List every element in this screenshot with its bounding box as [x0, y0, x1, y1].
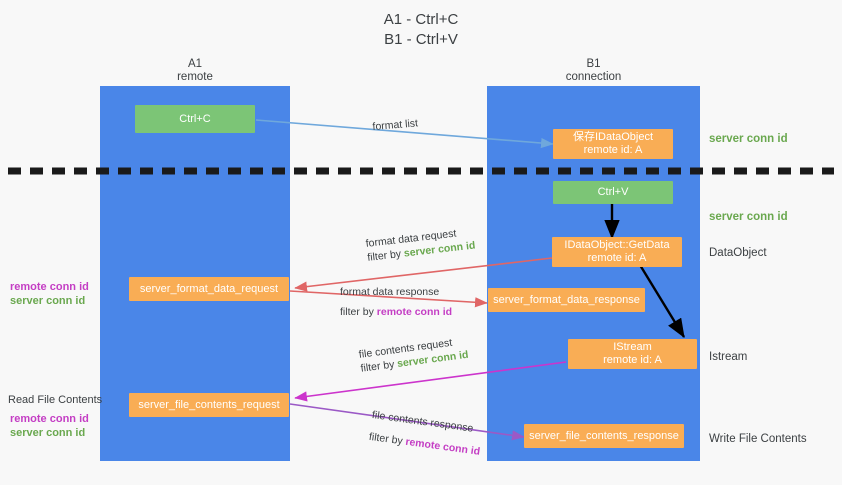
edge-format-data-response-line1: format data response	[340, 286, 440, 298]
lane-a1-sub: remote	[177, 71, 213, 83]
node-server-format-data-response[interactable]: server_format_data_response	[488, 288, 645, 312]
node-istream[interactable]: IStream remote id: A	[568, 339, 697, 369]
annotation-read-file-contents: Read File Contents	[8, 394, 103, 406]
edge-label-format-list: format list	[372, 116, 418, 134]
node-server-format-data-response-label: server_format_data_response	[493, 293, 640, 306]
filter-prefix: filter by	[340, 306, 377, 318]
annotation-server-conn-id-top: server conn id	[709, 133, 788, 145]
node-server-format-data-request-label: server_format_data_request	[139, 282, 279, 295]
edge-label-format-data-request: format data request filter by server con…	[365, 225, 476, 265]
edge-label-file-contents-response: file contents response filter by remote …	[368, 408, 484, 459]
annotation-istream: Istream	[709, 351, 748, 363]
filter-value-remote-conn-id: remote conn id	[376, 306, 453, 318]
filter-value-remote-conn-id: remote conn id	[404, 435, 481, 458]
node-server-file-contents-response-label: server_file_contents_response	[529, 429, 679, 442]
annotation-server-conn-id-1: server conn id	[10, 295, 86, 307]
node-server-file-contents-request-label: server_file_contents_request	[138, 398, 280, 411]
annotation-remote-conn-id-1: remote conn id	[10, 281, 89, 293]
annotation-server-conn-id-mid: server conn id	[709, 211, 788, 223]
filter-prefix: filter by	[359, 358, 398, 375]
node-ctrl-c[interactable]: Ctrl+C	[135, 105, 255, 133]
annotation-dataobject: DataObject	[709, 247, 767, 259]
lane-header-b1: B1 connection	[487, 58, 700, 84]
title-line-2: B1 - Ctrl+V	[384, 31, 458, 48]
node-idataobject-getdata-label: IDataObject::GetData	[564, 239, 670, 251]
node-server-file-contents-request[interactable]: server_file_contents_request	[129, 393, 289, 417]
node-save-idataobject-sub: remote id: A	[583, 144, 643, 156]
node-idataobject-getdata[interactable]: IDataObject::GetData remote id: A	[552, 237, 682, 267]
annotation-write-file-contents: Write File Contents	[709, 433, 807, 445]
node-istream-label: IStream	[613, 341, 652, 353]
node-istream-sub: remote id: A	[603, 354, 662, 366]
node-idataobject-getdata-sub: remote id: A	[587, 252, 647, 264]
annotation-remote-conn-id-2: remote conn id	[10, 413, 89, 425]
node-save-idataobject-label: 保存IDataObject	[572, 131, 654, 143]
title-line-1: A1 - Ctrl+C	[383, 11, 459, 28]
node-ctrl-v[interactable]: Ctrl+V	[553, 181, 673, 204]
filter-prefix: filter by	[368, 430, 407, 448]
edge-label-file-contents-request: file contents request filter by server c…	[358, 334, 469, 376]
lane-b1-sub: connection	[565, 71, 622, 83]
node-ctrl-c-label: Ctrl+C	[179, 112, 211, 125]
annotation-server-conn-id-2: server conn id	[10, 427, 86, 439]
edge-format-data-response-filter: filter by remote conn id	[340, 305, 452, 319]
node-server-format-data-request[interactable]: server_format_data_request	[129, 277, 289, 301]
filter-prefix: filter by	[366, 247, 405, 264]
lane-a1-name: A1	[187, 58, 203, 70]
edge-label-format-data-response: format data response filter by remote co…	[340, 285, 452, 319]
lane-header-a1: A1 remote	[100, 58, 290, 84]
lane-b1-name: B1	[586, 58, 601, 70]
node-save-idataobject[interactable]: 保存IDataObject remote id: A	[553, 129, 673, 159]
node-server-file-contents-response[interactable]: server_file_contents_response	[524, 424, 684, 448]
node-ctrl-v-label: Ctrl+V	[597, 186, 629, 198]
edge-format-list-line1: format list	[372, 117, 419, 133]
diagram-title: A1 - Ctrl+C B1 - Ctrl+V	[0, 10, 842, 50]
